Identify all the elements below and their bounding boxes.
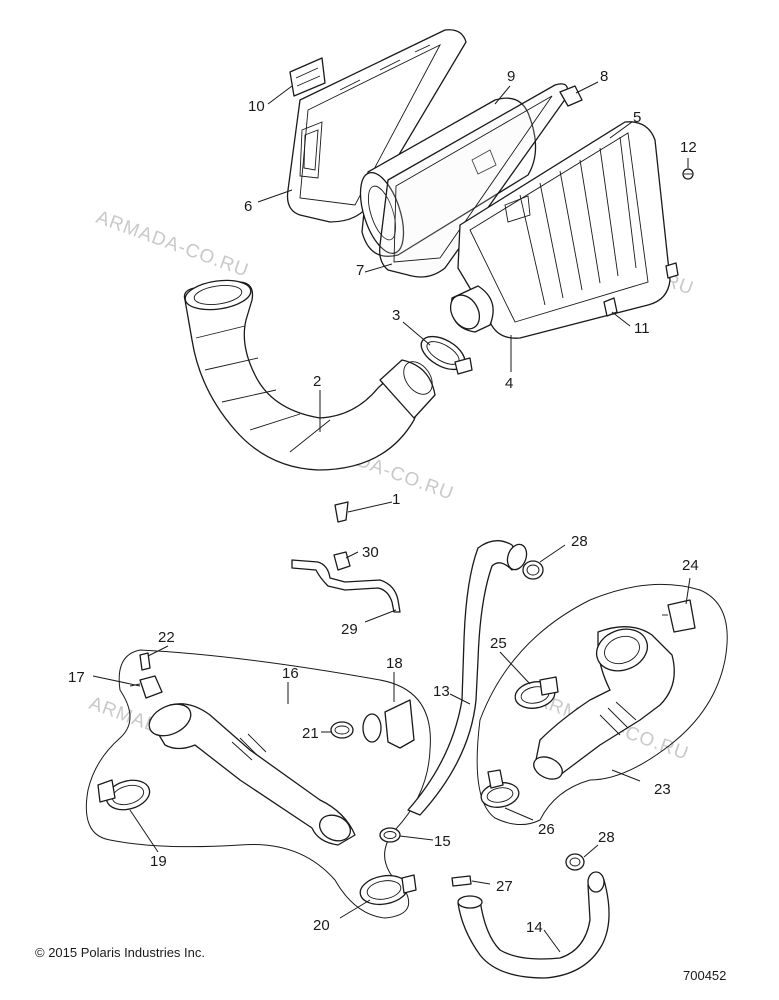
callout-26: 26	[538, 821, 555, 838]
clamp-3	[420, 335, 473, 375]
callout-3: 3	[392, 307, 400, 324]
leader-9	[494, 85, 511, 105]
leader-30	[345, 551, 359, 559]
callout-5: 5	[633, 109, 641, 126]
hose-13	[407, 540, 528, 816]
elbow-duct	[533, 626, 675, 780]
callout-2: 2	[313, 373, 321, 390]
diagram-number: 700452	[683, 968, 727, 983]
callout-8: 8	[600, 68, 608, 85]
clamp-25	[514, 676, 559, 709]
air-filter	[359, 97, 537, 257]
outlet-duct	[148, 703, 356, 846]
leader-5	[609, 121, 633, 139]
hose-14	[457, 871, 610, 979]
ring-21	[330, 721, 354, 739]
callout-7: 7	[356, 262, 364, 279]
callout-18: 18	[386, 655, 403, 672]
callout-15: 15	[434, 833, 451, 850]
callout-22: 22	[158, 629, 175, 646]
callout-29: 29	[341, 621, 358, 638]
callout-12: 12	[680, 139, 697, 156]
drain-valve	[334, 501, 349, 523]
group-outline-23	[476, 583, 728, 825]
breather-hose	[291, 559, 401, 613]
breather-clip	[333, 551, 351, 571]
leader-3	[402, 321, 431, 346]
ring-28-bottom	[565, 853, 585, 871]
leader-23	[611, 769, 641, 782]
leader-28a	[539, 544, 566, 563]
leader-11	[611, 311, 631, 327]
callout-9: 9	[507, 68, 515, 85]
cover-label	[289, 57, 326, 97]
pin-22	[139, 652, 151, 671]
leader-25	[499, 651, 531, 685]
callout-11: 11	[634, 320, 650, 337]
leader-10	[267, 85, 293, 105]
callout-19: 19	[150, 853, 167, 870]
airbox-base	[449, 121, 671, 339]
leader-17	[92, 675, 141, 687]
callout-6: 6	[244, 198, 252, 215]
leader-15	[399, 835, 434, 841]
leader-7	[364, 263, 393, 273]
watermark-1: ARMADA-CO.RU	[93, 207, 251, 282]
filter-seal	[379, 83, 569, 278]
ring-15	[379, 827, 401, 843]
seal-clip	[559, 85, 583, 107]
callout-1: 1	[392, 491, 400, 508]
leader-27	[471, 880, 491, 885]
callout-14: 14	[526, 919, 543, 936]
leader-26	[504, 807, 534, 821]
leader-1	[347, 501, 393, 513]
clamp-20	[359, 874, 417, 906]
airbox-cover	[286, 29, 467, 223]
leader-6	[257, 189, 293, 203]
intake-duct	[183, 279, 436, 471]
copyright-notice: © 2015 Polaris Industries Inc.	[35, 945, 205, 960]
callout-28-top: 28	[571, 533, 588, 550]
callout-25: 25	[490, 635, 507, 652]
sensor-17	[129, 675, 163, 699]
callout-4: 4	[505, 375, 513, 392]
callout-17: 17	[68, 669, 85, 686]
callout-27: 27	[496, 878, 513, 895]
callout-28-bottom: 28	[598, 829, 615, 846]
leader-8	[575, 81, 599, 94]
callout-10: 10	[248, 98, 265, 115]
leader-19	[129, 809, 159, 853]
callout-24: 24	[682, 557, 699, 574]
clamp-19	[97, 779, 151, 811]
leader-28b	[583, 844, 599, 858]
callout-23: 23	[654, 781, 671, 798]
sensor-24	[662, 599, 696, 633]
tube-18	[362, 699, 415, 749]
bolt-11	[603, 262, 679, 317]
ring-28-top	[522, 560, 544, 580]
callout-13: 13	[433, 683, 450, 700]
leader-13	[449, 693, 471, 705]
callout-30: 30	[362, 544, 379, 561]
callout-21: 21	[302, 725, 319, 742]
leader-24	[685, 577, 691, 605]
pin-27	[451, 875, 472, 887]
leader-29	[364, 609, 397, 623]
leader-14	[543, 929, 561, 953]
callout-16: 16	[282, 665, 299, 682]
screw-12	[682, 168, 694, 180]
leader-22	[147, 645, 169, 657]
callout-20: 20	[313, 917, 330, 934]
clamp-26	[480, 769, 520, 808]
group-outline-16	[85, 649, 431, 919]
leader-20	[339, 899, 371, 919]
